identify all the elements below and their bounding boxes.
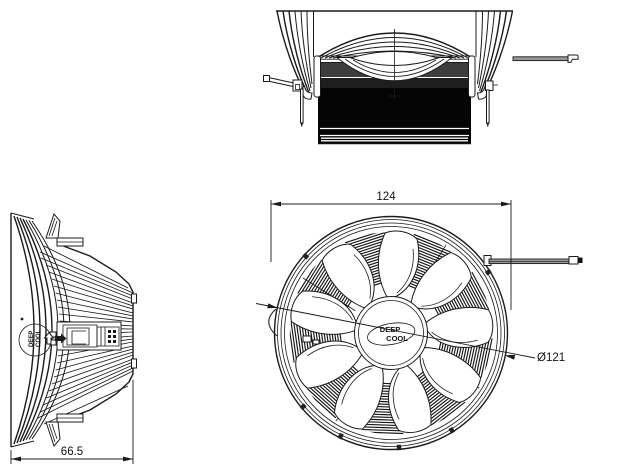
- dimension-overall-width: 124: [270, 191, 512, 310]
- mounting-clip-top: [45, 213, 84, 247]
- dimension-depth-label: 66.5: [61, 446, 83, 458]
- fan-cable-side: [512, 54, 579, 63]
- mounting-pin-left: [263, 75, 304, 128]
- dimension-depth: 66.5: [10, 380, 134, 464]
- unlock-up-arrow-icon: [43, 331, 55, 345]
- mounting-pin-right: [485, 80, 498, 128]
- side-logo-text-deep: DEEP: [29, 331, 35, 347]
- fan-cable-front: [483, 255, 583, 266]
- heatsink-outline: [57, 243, 134, 423]
- frame-post-left: [313, 55, 321, 98]
- dimension-fan-diameter: Ø121: [255, 303, 565, 364]
- cable-connector-front: [568, 256, 579, 265]
- dimension-diameter-label: Ø121: [537, 352, 565, 364]
- fan-rim: [273, 215, 509, 451]
- side-logo-text-cool: COOL: [36, 329, 42, 347]
- cable-connector-pin: [578, 257, 583, 263]
- fan-dome-profile-curves: [13, 215, 71, 445]
- fan-hub: [354, 296, 428, 370]
- view-fan-front: DEEP COOL 124 Ø121: [255, 191, 583, 451]
- frame-post-right: [468, 55, 476, 98]
- latch-assembly: [49, 321, 122, 351]
- mounting-clip-bottom: [45, 413, 84, 447]
- heatsink-fin-stripes: [320, 127, 469, 142]
- cable-connector-side: [567, 54, 579, 63]
- mounting-wing-right: [475, 10, 514, 100]
- view-side-elevation: [263, 10, 579, 145]
- view-side-profile: DEEP COOL 66.5: [10, 212, 137, 464]
- hub-logo-text-cool: COOL: [386, 334, 408, 343]
- dimension-width-label: 124: [376, 191, 396, 203]
- push-right-arrow-icon: [55, 333, 67, 344]
